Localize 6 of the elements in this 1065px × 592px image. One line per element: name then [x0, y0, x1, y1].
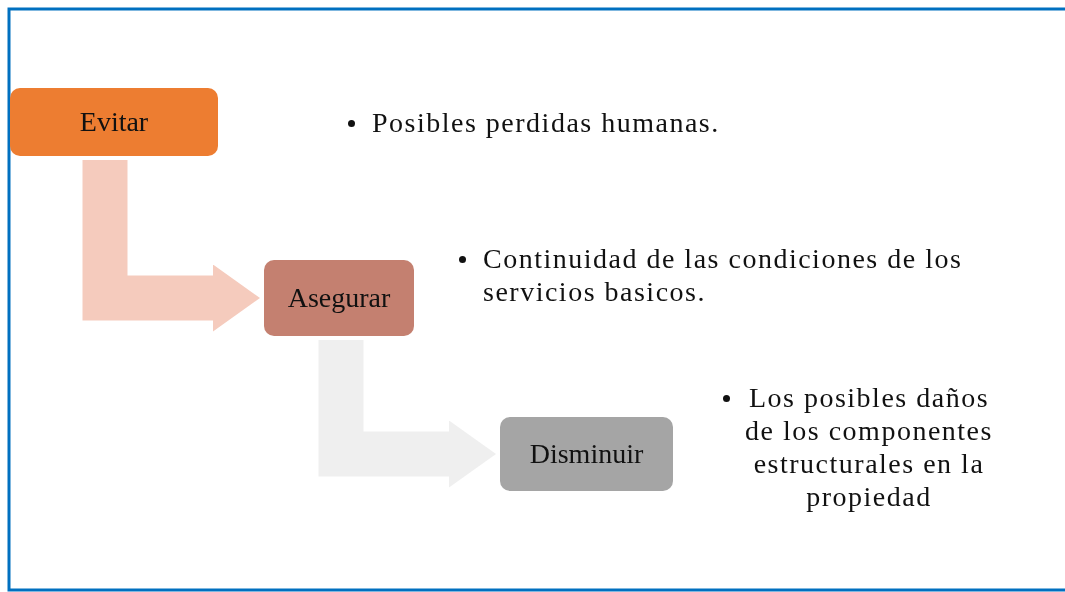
process-box: Evitar	[10, 88, 218, 156]
bullet-text: Continuidad de las condiciones de los servicios basicos.	[483, 242, 964, 308]
process-box: Disminuir	[500, 417, 673, 491]
bullet-text: Posibles perdidas humanas.	[372, 106, 721, 139]
process-box: Asegurar	[264, 260, 414, 336]
bullet-text: Los posibles daños de los componentes estructurales en la propiedad	[745, 381, 993, 513]
